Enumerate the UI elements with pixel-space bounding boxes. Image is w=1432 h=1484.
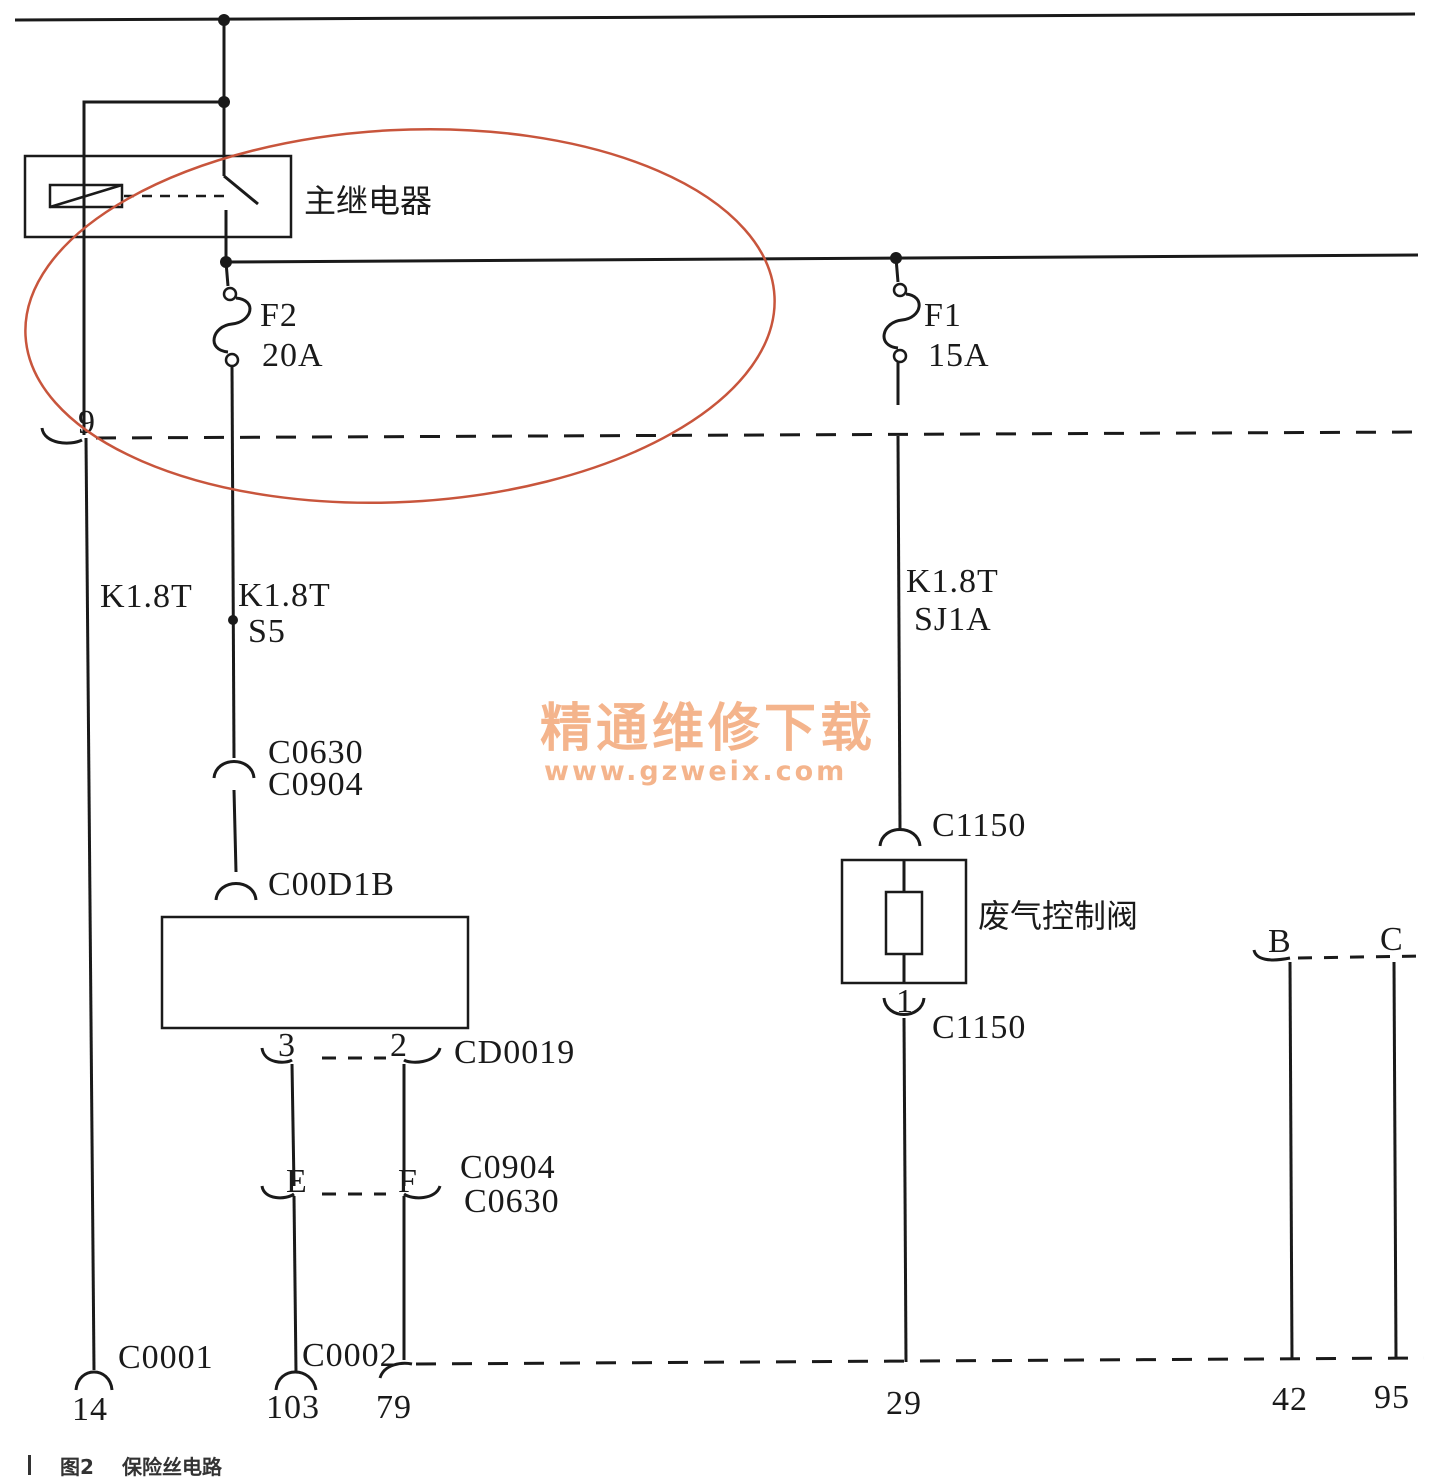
- relay-coil: [48, 183, 124, 209]
- coil-feed-wire: [82, 100, 224, 435]
- connector-cd0019-pin-2: [403, 1047, 442, 1064]
- relay-label: 主继电器: [304, 182, 432, 220]
- fuse-lead: [894, 257, 900, 283]
- connector-c1150-top-label: C1150: [932, 807, 1026, 844]
- connector-c0002-pin-103: [274, 1370, 318, 1391]
- lower-dashed-boundary: [415, 1356, 1425, 1366]
- bottom-pin-103: 103: [266, 1389, 320, 1426]
- connector-pin-b: [1252, 949, 1291, 962]
- fuse-f1-id: F1: [924, 297, 962, 334]
- bc-dashed-link: [1297, 954, 1423, 960]
- caption-marker: [28, 1455, 31, 1475]
- pin-c-label: C: [1380, 921, 1404, 958]
- connector-pin-f: [403, 1185, 442, 1200]
- connector-c0904-bottom-label: C0904: [460, 1149, 556, 1186]
- connector-c00d1b: [214, 882, 258, 901]
- caption-figure-number: 图2: [60, 1455, 94, 1479]
- top-bus-line: [14, 12, 1416, 22]
- main-relay: [23, 154, 293, 262]
- bottom-pin-95: 95: [1374, 1379, 1410, 1416]
- pin-3-label: 3: [278, 1027, 296, 1064]
- connector-c0630-bottom-label: C0630: [464, 1183, 560, 1220]
- splice-s5-label: S5: [248, 613, 286, 650]
- bottom-pin-14: 14: [72, 1391, 108, 1428]
- fuse-element: [882, 292, 921, 350]
- left-wire-label: K1.8T: [100, 578, 193, 615]
- connector-c0002-label: C0002: [302, 1337, 398, 1374]
- highlight-ellipse: [24, 127, 776, 505]
- fuse-lead: [224, 261, 230, 287]
- pin-2-label: 2: [390, 1027, 408, 1064]
- right-wire: [896, 435, 902, 831]
- caption-title: 保险丝电路: [121, 1455, 223, 1479]
- connector-c1150-bottom: [882, 997, 926, 1016]
- connector-pin-e: [260, 1185, 295, 1200]
- connector-c0001-label: C0001: [118, 1339, 214, 1376]
- pin-b-label: B: [1268, 923, 1292, 960]
- watermark-title: 精通维修下载: [540, 699, 876, 759]
- pin-9-label: 9: [78, 404, 96, 441]
- connector-c0630-top-label: C0630: [268, 734, 364, 771]
- middle-wire-segment: [232, 789, 238, 873]
- fuse-terminal: [892, 282, 908, 298]
- watermark-url: www.gzweix.com: [544, 756, 847, 787]
- connector-cd0019-label: CD0019: [454, 1034, 575, 1071]
- relay-switch-contact: [223, 174, 259, 206]
- bottom-pin-79: 79: [376, 1389, 412, 1426]
- bottom-pin-42: 42: [1272, 1381, 1308, 1418]
- fuse-f1-rating: 15A: [928, 337, 990, 374]
- connector-c1150-bottom-label: C1150: [932, 1009, 1026, 1046]
- connector-c1150-top: [878, 828, 922, 847]
- valve-resistor: [884, 890, 924, 956]
- connector-pin-79: [378, 1361, 413, 1379]
- pin-e-label: E: [286, 1163, 308, 1200]
- relay-box: [23, 154, 293, 239]
- valve-label: 废气控制阀: [978, 897, 1138, 935]
- valve-output-wire: [902, 1017, 908, 1363]
- pin-3-wire: [290, 1063, 296, 1187]
- connector-c0630-c0904: [212, 760, 256, 779]
- connector-c0904-top-label: C0904: [268, 766, 364, 803]
- fuse-f1: [882, 257, 921, 405]
- second-bus-line: [225, 253, 1419, 264]
- connector-9: [40, 427, 83, 445]
- right-wire-label-2: SJ1A: [914, 601, 992, 638]
- pin-e-wire: [292, 1195, 298, 1373]
- fuse-terminal: [892, 348, 908, 364]
- fuse-terminal: [222, 286, 238, 302]
- bottom-pin-29: 29: [886, 1385, 922, 1422]
- fuse-f2-rating: 20A: [262, 337, 324, 374]
- pin-1-label: 1: [896, 983, 914, 1020]
- relay-coil-diagonal: [49, 183, 123, 209]
- wastegate-control-valve: [840, 858, 968, 985]
- connector-c00d1b-label: C00D1B: [268, 866, 395, 903]
- right-wire-label-1: K1.8T: [906, 563, 999, 600]
- fuse-element: [212, 296, 252, 354]
- left-wire: [84, 437, 96, 1371]
- pin-f-label: F: [398, 1163, 418, 1200]
- middle-wire: [230, 365, 236, 759]
- fuse-terminal: [224, 352, 240, 368]
- fuse-f2: [212, 261, 252, 368]
- control-module-box: [160, 915, 470, 1030]
- pin-c-wire: [1392, 961, 1398, 1359]
- upper-dashed-boundary: [95, 430, 1421, 440]
- splice-s5-dot: [228, 615, 238, 625]
- middle-wire-label: K1.8T: [238, 577, 331, 614]
- fuse-f2-id: F2: [260, 297, 298, 334]
- connector-cd0019-pin-3: [260, 1047, 293, 1064]
- pin-b-wire: [1288, 961, 1294, 1361]
- connector-c0001-pin-14: [74, 1370, 114, 1391]
